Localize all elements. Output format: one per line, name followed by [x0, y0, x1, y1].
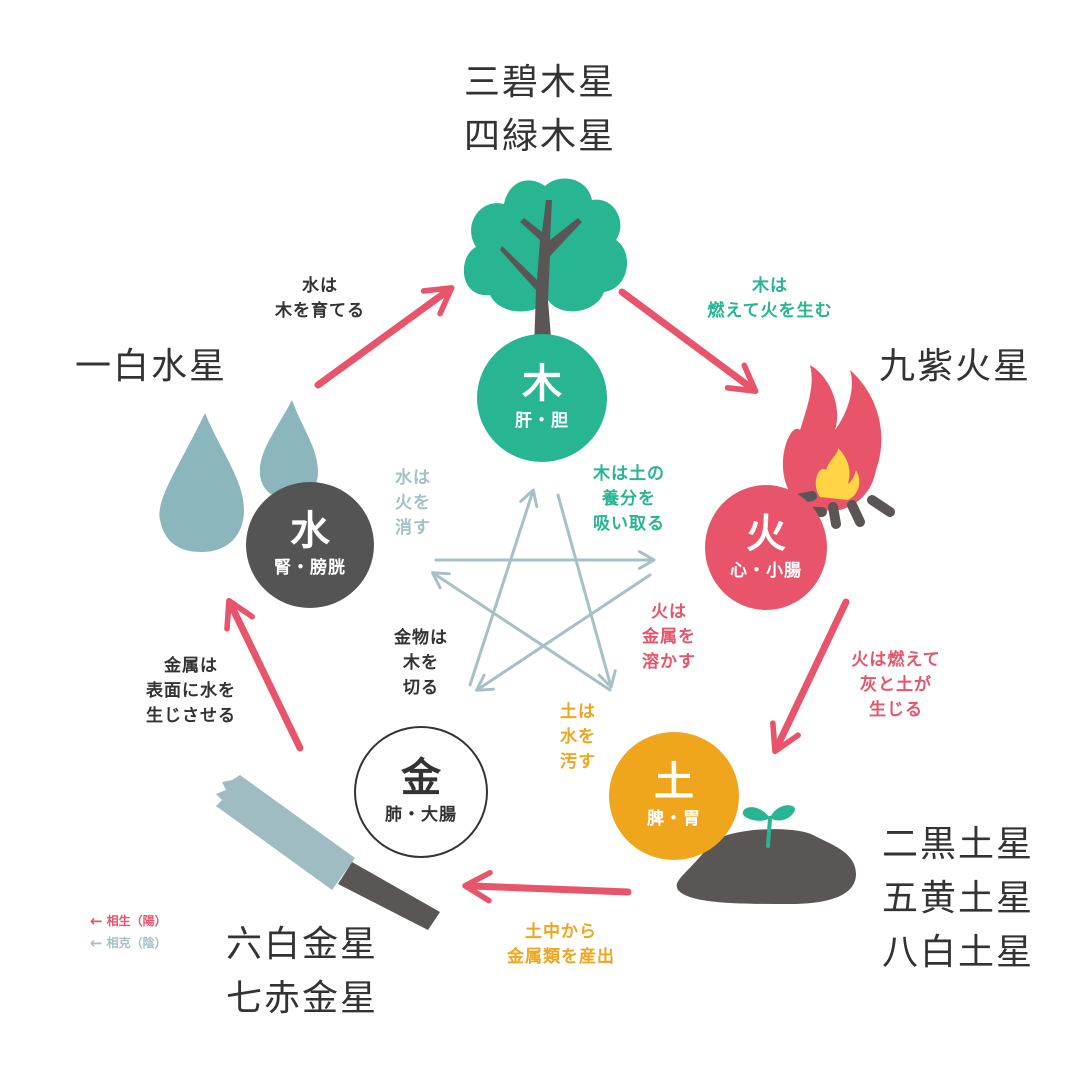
element-earth-kanji: 土 [654, 759, 694, 805]
legend-sheng-label: 相生（陽） [106, 914, 167, 928]
label-earth-water: 土は 水を 汚す [560, 702, 596, 772]
element-wood: 木 肝・胆 [477, 334, 607, 462]
legend-ke-label: 相克（陰） [106, 936, 167, 950]
element-earth: 土 脾・胃 [609, 732, 739, 860]
arrow-fire-earth [770, 598, 850, 755]
element-fire: 火 心・小腸 [705, 485, 827, 610]
label-metal-wood: 金物は 木を 切る [394, 628, 448, 698]
label-earth-metal: 土中から 金属類を産出 [507, 922, 615, 967]
element-wood-organ: 肝・胆 [515, 411, 569, 431]
element-water: 水 腎・膀胱 [246, 482, 374, 608]
element-fire-organ: 心・小腸 [730, 560, 802, 581]
arrow-earth-water [431, 571, 612, 692]
element-metal-organ: 肺・大腸 [385, 805, 457, 825]
element-metal: 金 肺・大腸 [354, 726, 488, 858]
label-wood-fire: 木は 燃えて火を生む [707, 276, 833, 321]
label-fire-earth: 火は燃えて 灰と土が 生じる [851, 650, 941, 720]
arrow-fire-metal [475, 573, 652, 692]
saw-icon [216, 775, 440, 930]
star-label-fire: 九紫火星 [878, 346, 1031, 387]
arrow-earth-metal [462, 869, 632, 904]
label-water-wood: 水は 木を育てる [275, 276, 365, 321]
legend-sheng-arrow-icon: ← [90, 912, 103, 930]
generating-arrows [224, 285, 850, 904]
arrow-water-wood [314, 285, 455, 389]
arrow-metal-wood [468, 488, 539, 687]
arrow-wood-earth [556, 493, 617, 689]
element-wood-kanji: 木 [522, 361, 562, 407]
label-water-fire: 水は 火を 消す [395, 468, 431, 538]
water-drops-icon [159, 400, 318, 552]
arrow-wood-fire [618, 288, 759, 394]
legend: ← 相生（陽） ← 相克（陰） [90, 910, 167, 954]
star-label-metal: 六白金星 七赤金星 [225, 924, 378, 1019]
star-label-water: 一白水星 [74, 346, 227, 387]
flame-icon [782, 365, 882, 511]
legend-sheng: ← 相生（陽） [90, 910, 167, 932]
controlling-arrows [431, 488, 656, 692]
arrow-metal-water [224, 597, 304, 752]
element-water-organ: 腎・膀胱 [274, 558, 346, 578]
element-fire-kanji: 火 [746, 510, 786, 557]
star-label-earth: 二黒土星 五黄土星 八白土星 [881, 824, 1034, 973]
legend-ke-arrow-icon: ← [90, 934, 103, 952]
element-metal-kanji: 金 [401, 755, 441, 801]
element-earth-organ: 脾・胃 [647, 809, 701, 829]
star-label-wood: 三碧木星 四緑木星 [463, 62, 616, 157]
label-fire-metal: 火は 金属を 溶かす [642, 602, 696, 672]
soil-sprout-icon [676, 805, 856, 904]
tree-icon [463, 178, 628, 350]
legend-ke: ← 相克（陰） [90, 932, 167, 954]
label-metal-water: 金属は 表面に水を 生じさせる [146, 656, 236, 726]
element-water-kanji: 水 [290, 508, 330, 554]
label-wood-earth: 木は土の 養分を 吸い取る [593, 464, 665, 534]
